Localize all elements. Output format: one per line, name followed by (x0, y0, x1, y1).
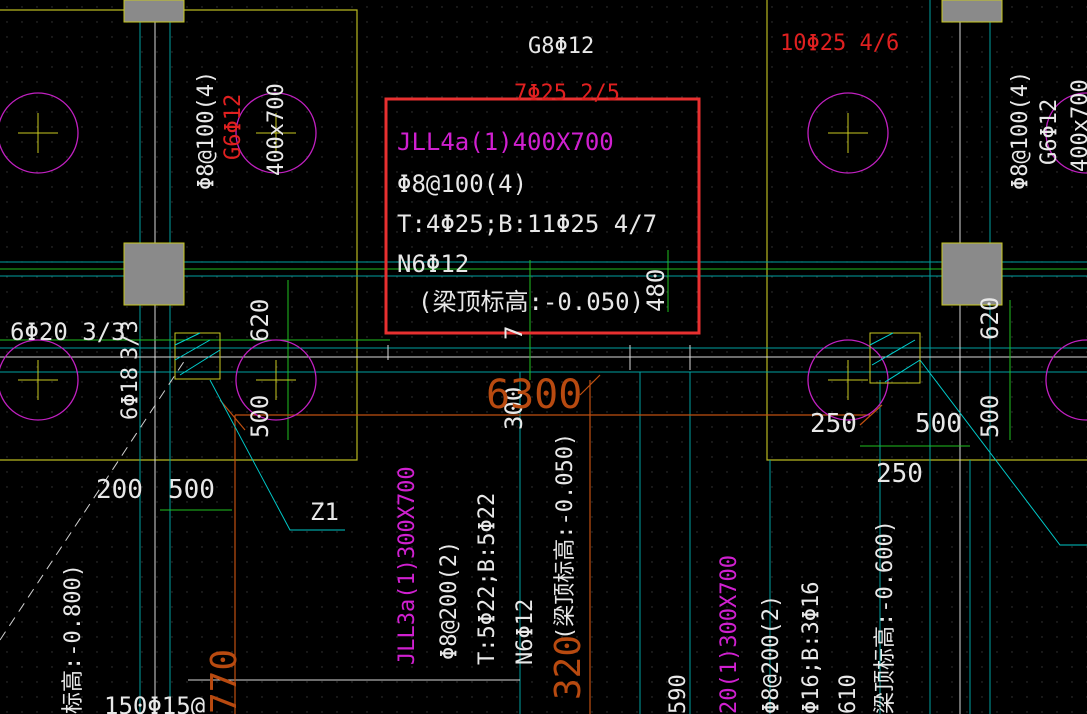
jll3-elevation: (梁顶标高:-0.050) (553, 433, 578, 640)
orange-lines (219, 374, 883, 714)
pile-centers (18, 113, 868, 400)
right-beam-rebar: Φ16;B:3Φ16 (799, 582, 824, 714)
right-beam-name: 20(1)300X700 (717, 555, 742, 714)
jll3-stirrup: Φ8@200(2) (437, 541, 462, 660)
right-beam-elevation: 梁顶标高:-0.600) (873, 520, 898, 714)
jll4-side: N6Φ12 (397, 250, 469, 278)
right-leader (919, 359, 1087, 546)
jll3-rebar: T:5Φ22;B:5Φ22 (475, 493, 500, 665)
z1-leader (209, 379, 345, 531)
jll4-stirrup: Φ8@100(4) (397, 170, 527, 198)
dim-620-left: 620 (246, 299, 274, 342)
right-stirrup-label: Φ8@100(4) (1008, 71, 1033, 190)
dim-500-bottom: 500 (168, 475, 215, 505)
jll3-name: JLL3a(1)300X700 (395, 466, 420, 665)
left-rebar-tail: 3/3 (118, 320, 143, 360)
top-beam-label: G8Φ12 (528, 34, 594, 59)
right-beam-side: 610 (836, 674, 861, 714)
top-red-partial-label: 7Φ25 2/5 (514, 81, 620, 106)
dim-200: 200 (96, 475, 143, 505)
dim-500-left: 500 (246, 395, 274, 438)
dim-250-b: 250 (876, 459, 923, 489)
highlight-box (384, 97, 701, 335)
orange-320: 320 (548, 635, 589, 700)
left-g-label: G6Φ12 (221, 94, 246, 160)
dim-7: 7 (500, 326, 528, 340)
right-g-label: G6Φ12 (1037, 99, 1062, 165)
hatched-columns (174, 332, 921, 384)
dim-250-a: 250 (810, 409, 857, 439)
left-size-label: 400x700 (264, 83, 289, 176)
dim-6300: 6300 (486, 372, 582, 418)
jll4-name: JLL4a(1)400X700 (397, 128, 614, 156)
dim-300: 300 (500, 387, 528, 430)
z1-label: Z1 (310, 498, 339, 526)
piles (0, 92, 1087, 421)
top-red-label: 10Φ25 4/6 (780, 31, 899, 56)
left-elevation: 标高:-0.800) (61, 564, 86, 714)
bottom-left-fragment: 150Φ15@ (104, 692, 205, 714)
orange-770: 770 (204, 649, 245, 714)
dim-500-right: 500 (915, 409, 962, 439)
dim-620-right: 620 (976, 297, 1004, 340)
jll3-side: N6Φ12 (513, 599, 538, 665)
left-stirrup-label: Φ8@100(4) (194, 71, 219, 190)
columns (123, 0, 1003, 306)
right-beam-stirrup: Φ8@200(2) (759, 595, 784, 714)
jll4-elevation: (梁顶标高:-0.050) (418, 288, 644, 316)
left-rebar-label: 6Φ20 3/3 (10, 318, 126, 346)
right-size-label: 400x700 (1068, 79, 1087, 172)
left-side-label: 6Φ18 (118, 367, 143, 420)
jll4-dim-480: 480 (642, 269, 670, 312)
dashed-diagonal (0, 359, 186, 641)
jll4-rebar: T:4Φ25;B:11Φ25 4/7 (397, 210, 657, 238)
dim-500-right-v: 500 (976, 395, 1004, 438)
right-beam-dim-590: 590 (666, 674, 691, 714)
